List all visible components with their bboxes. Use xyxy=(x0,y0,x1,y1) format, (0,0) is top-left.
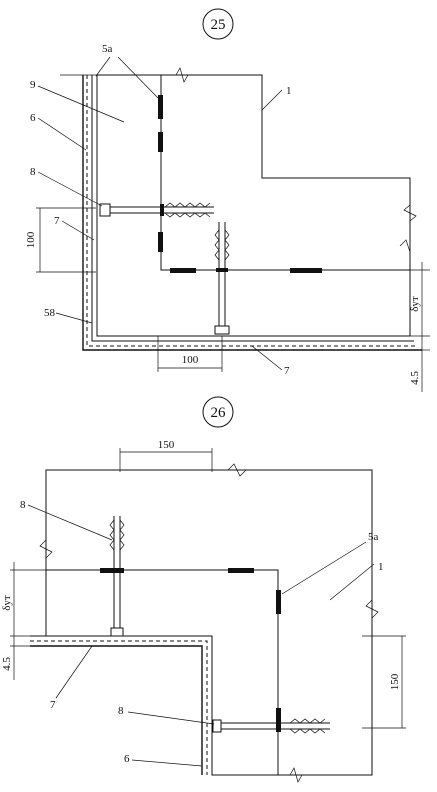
detail-26-label-8-bottom: 8 xyxy=(118,705,124,717)
detail-26-render-dashed xyxy=(30,640,208,775)
detail-25-finish-layer xyxy=(82,75,422,351)
detail-25-number: 25 xyxy=(211,17,226,33)
detail-26-insulation xyxy=(45,569,279,776)
detail-25-label-4-5: 4.5 xyxy=(409,371,421,385)
detail-25-adhesive-strip xyxy=(290,268,322,273)
detail-26: 26 xyxy=(1,396,406,783)
detail-26-label-1: 1 xyxy=(378,561,384,573)
detail-25-mesh-layer xyxy=(91,75,414,342)
detail-25-label-1: 1 xyxy=(286,85,292,97)
detail-25-label-9: 9 xyxy=(30,79,36,91)
detail-25-break-mark-right xyxy=(403,204,417,222)
detail-25-adhesive-strip xyxy=(158,232,163,252)
detail-25-label-5a: 5а xyxy=(102,43,113,55)
detail-26-adhesive-strip xyxy=(276,590,281,614)
detail-26-number-circle xyxy=(202,396,234,428)
detail-26-adhesive-strip xyxy=(228,568,254,573)
detail-25-label-100-horizontal: 100 xyxy=(182,354,199,366)
detail-25-adhesive-strip xyxy=(170,268,196,273)
detail-26-break-mark-bottom xyxy=(289,767,303,783)
detail-25-label-delta: δут xyxy=(409,296,421,312)
detail-25-label-7-left: 7 xyxy=(54,215,60,227)
detail-26-label-delta: δут xyxy=(1,595,13,611)
detail-26-break-mark-right xyxy=(365,599,379,619)
detail-25-break-mark-right-2 xyxy=(399,239,411,253)
detail-26-finish-layer xyxy=(30,645,203,775)
detail-25-adhesive-strip xyxy=(158,132,163,152)
detail-25-label-7-bottom: 7 xyxy=(284,365,290,377)
detail-26-label-150-top: 150 xyxy=(158,439,175,451)
detail-25: 25 xyxy=(25,8,430,392)
detail-25-label-100-vertical: 100 xyxy=(25,231,37,248)
detail-26-adhesive-strip xyxy=(276,708,281,732)
detail-25-dowel-horizontal xyxy=(99,202,214,218)
detail-26-label-5a: 5а xyxy=(368,531,379,543)
detail-26-label-8-top: 8 xyxy=(20,499,26,511)
detail-25-number-circle xyxy=(202,8,234,40)
detail-25-dowel-vertical xyxy=(214,222,230,335)
detail-26-break-mark-top xyxy=(227,463,247,477)
detail-26-label-6: 6 xyxy=(124,753,130,765)
detail-26-dowel-horizontal xyxy=(212,718,330,734)
detail-26-number: 26 xyxy=(211,405,227,421)
detail-26-label-4-5: 4.5 xyxy=(1,657,13,671)
detail-25-label-58: 58 xyxy=(44,307,56,319)
detail-25-insulation xyxy=(96,74,411,337)
detail-25-adhesive-strip xyxy=(158,95,163,119)
detail-25-render-dashed xyxy=(86,75,418,347)
detail-26-adhesive-strip xyxy=(100,568,124,573)
detail-26-label-150-right: 150 xyxy=(389,673,401,690)
detail-25-label-6: 6 xyxy=(30,112,36,124)
detail-26-break-mark-left xyxy=(39,539,53,559)
detail-25-concrete-wall xyxy=(160,74,411,271)
detail-26-label-7: 7 xyxy=(50,699,56,711)
detail-26-mesh-layer xyxy=(30,635,213,775)
detail-25-label-8: 8 xyxy=(30,166,36,178)
detail-26-dowel-vertical xyxy=(109,516,125,637)
